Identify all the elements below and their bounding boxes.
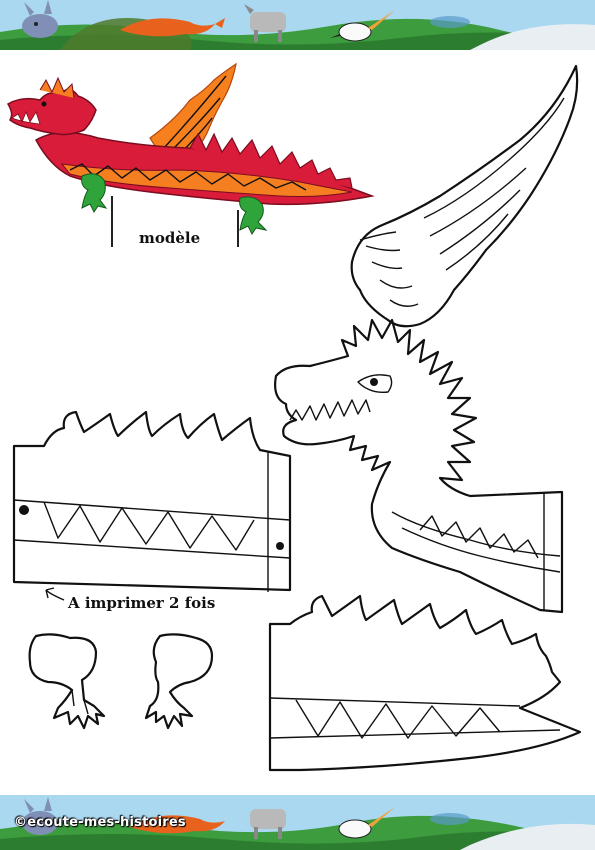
pointer-arrow xyxy=(45,587,65,601)
print-twice-note: A imprimer 2 fois xyxy=(68,594,216,612)
goat-icon xyxy=(244,4,286,42)
wing-cutout xyxy=(350,64,579,328)
bottom-banner xyxy=(0,795,595,850)
donkey-icon xyxy=(22,797,58,835)
left-foot-cutout xyxy=(28,633,106,730)
fox-icon xyxy=(120,18,225,37)
fox-icon xyxy=(130,815,225,834)
copyright-credit: ©ecoute-mes-histoires xyxy=(14,815,186,830)
dragon-back-foot xyxy=(239,196,268,235)
stork-icon xyxy=(330,10,395,42)
head-cutout xyxy=(274,318,564,614)
tail-cutout xyxy=(268,594,582,772)
goat-icon xyxy=(250,809,286,839)
top-banner xyxy=(0,0,595,50)
stork-icon xyxy=(338,807,395,839)
donkey-icon xyxy=(22,0,58,38)
dragon-front-foot xyxy=(81,173,108,213)
model-label: modèle xyxy=(139,229,201,247)
right-foot-cutout xyxy=(144,633,214,730)
body-middle-cutout xyxy=(12,410,292,592)
